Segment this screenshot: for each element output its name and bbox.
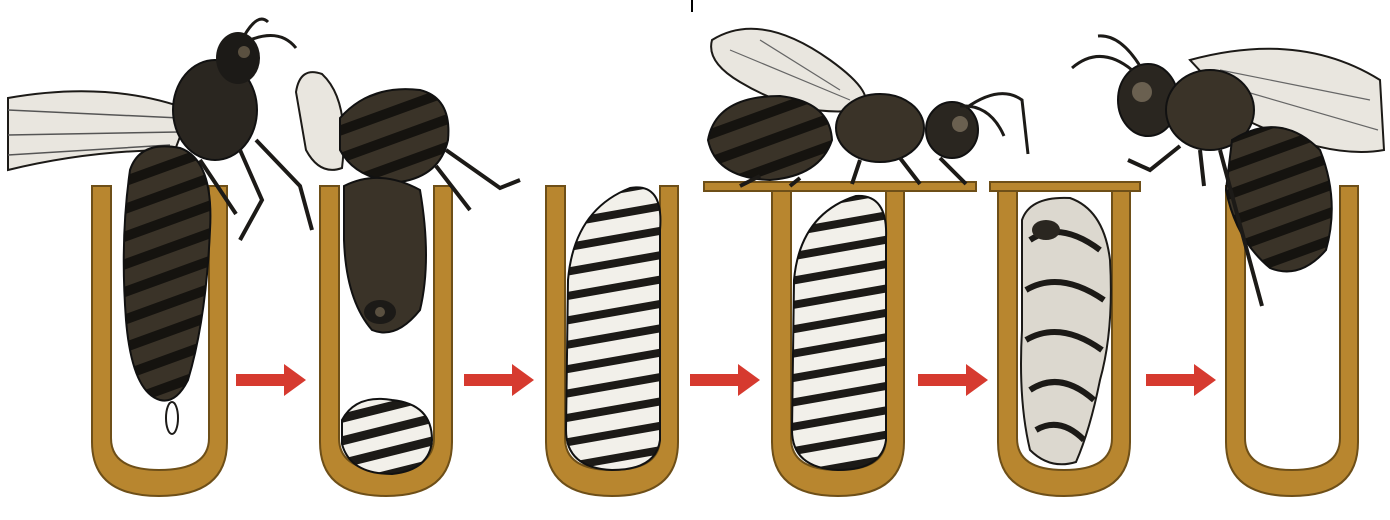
arrow-1 xyxy=(236,364,306,396)
egg-icon xyxy=(166,402,178,434)
prepupa-icon xyxy=(792,196,886,470)
larva-icon xyxy=(342,399,432,474)
prepupa-icon xyxy=(566,187,660,470)
capping-bee-icon xyxy=(708,29,1028,186)
pupa-icon xyxy=(1021,198,1111,464)
arrow-5 xyxy=(1146,364,1216,396)
arrow-4 xyxy=(918,364,988,396)
arrow-2 xyxy=(464,364,534,396)
egg-laying-bee-icon xyxy=(8,19,312,434)
arrow-3 xyxy=(690,364,760,396)
